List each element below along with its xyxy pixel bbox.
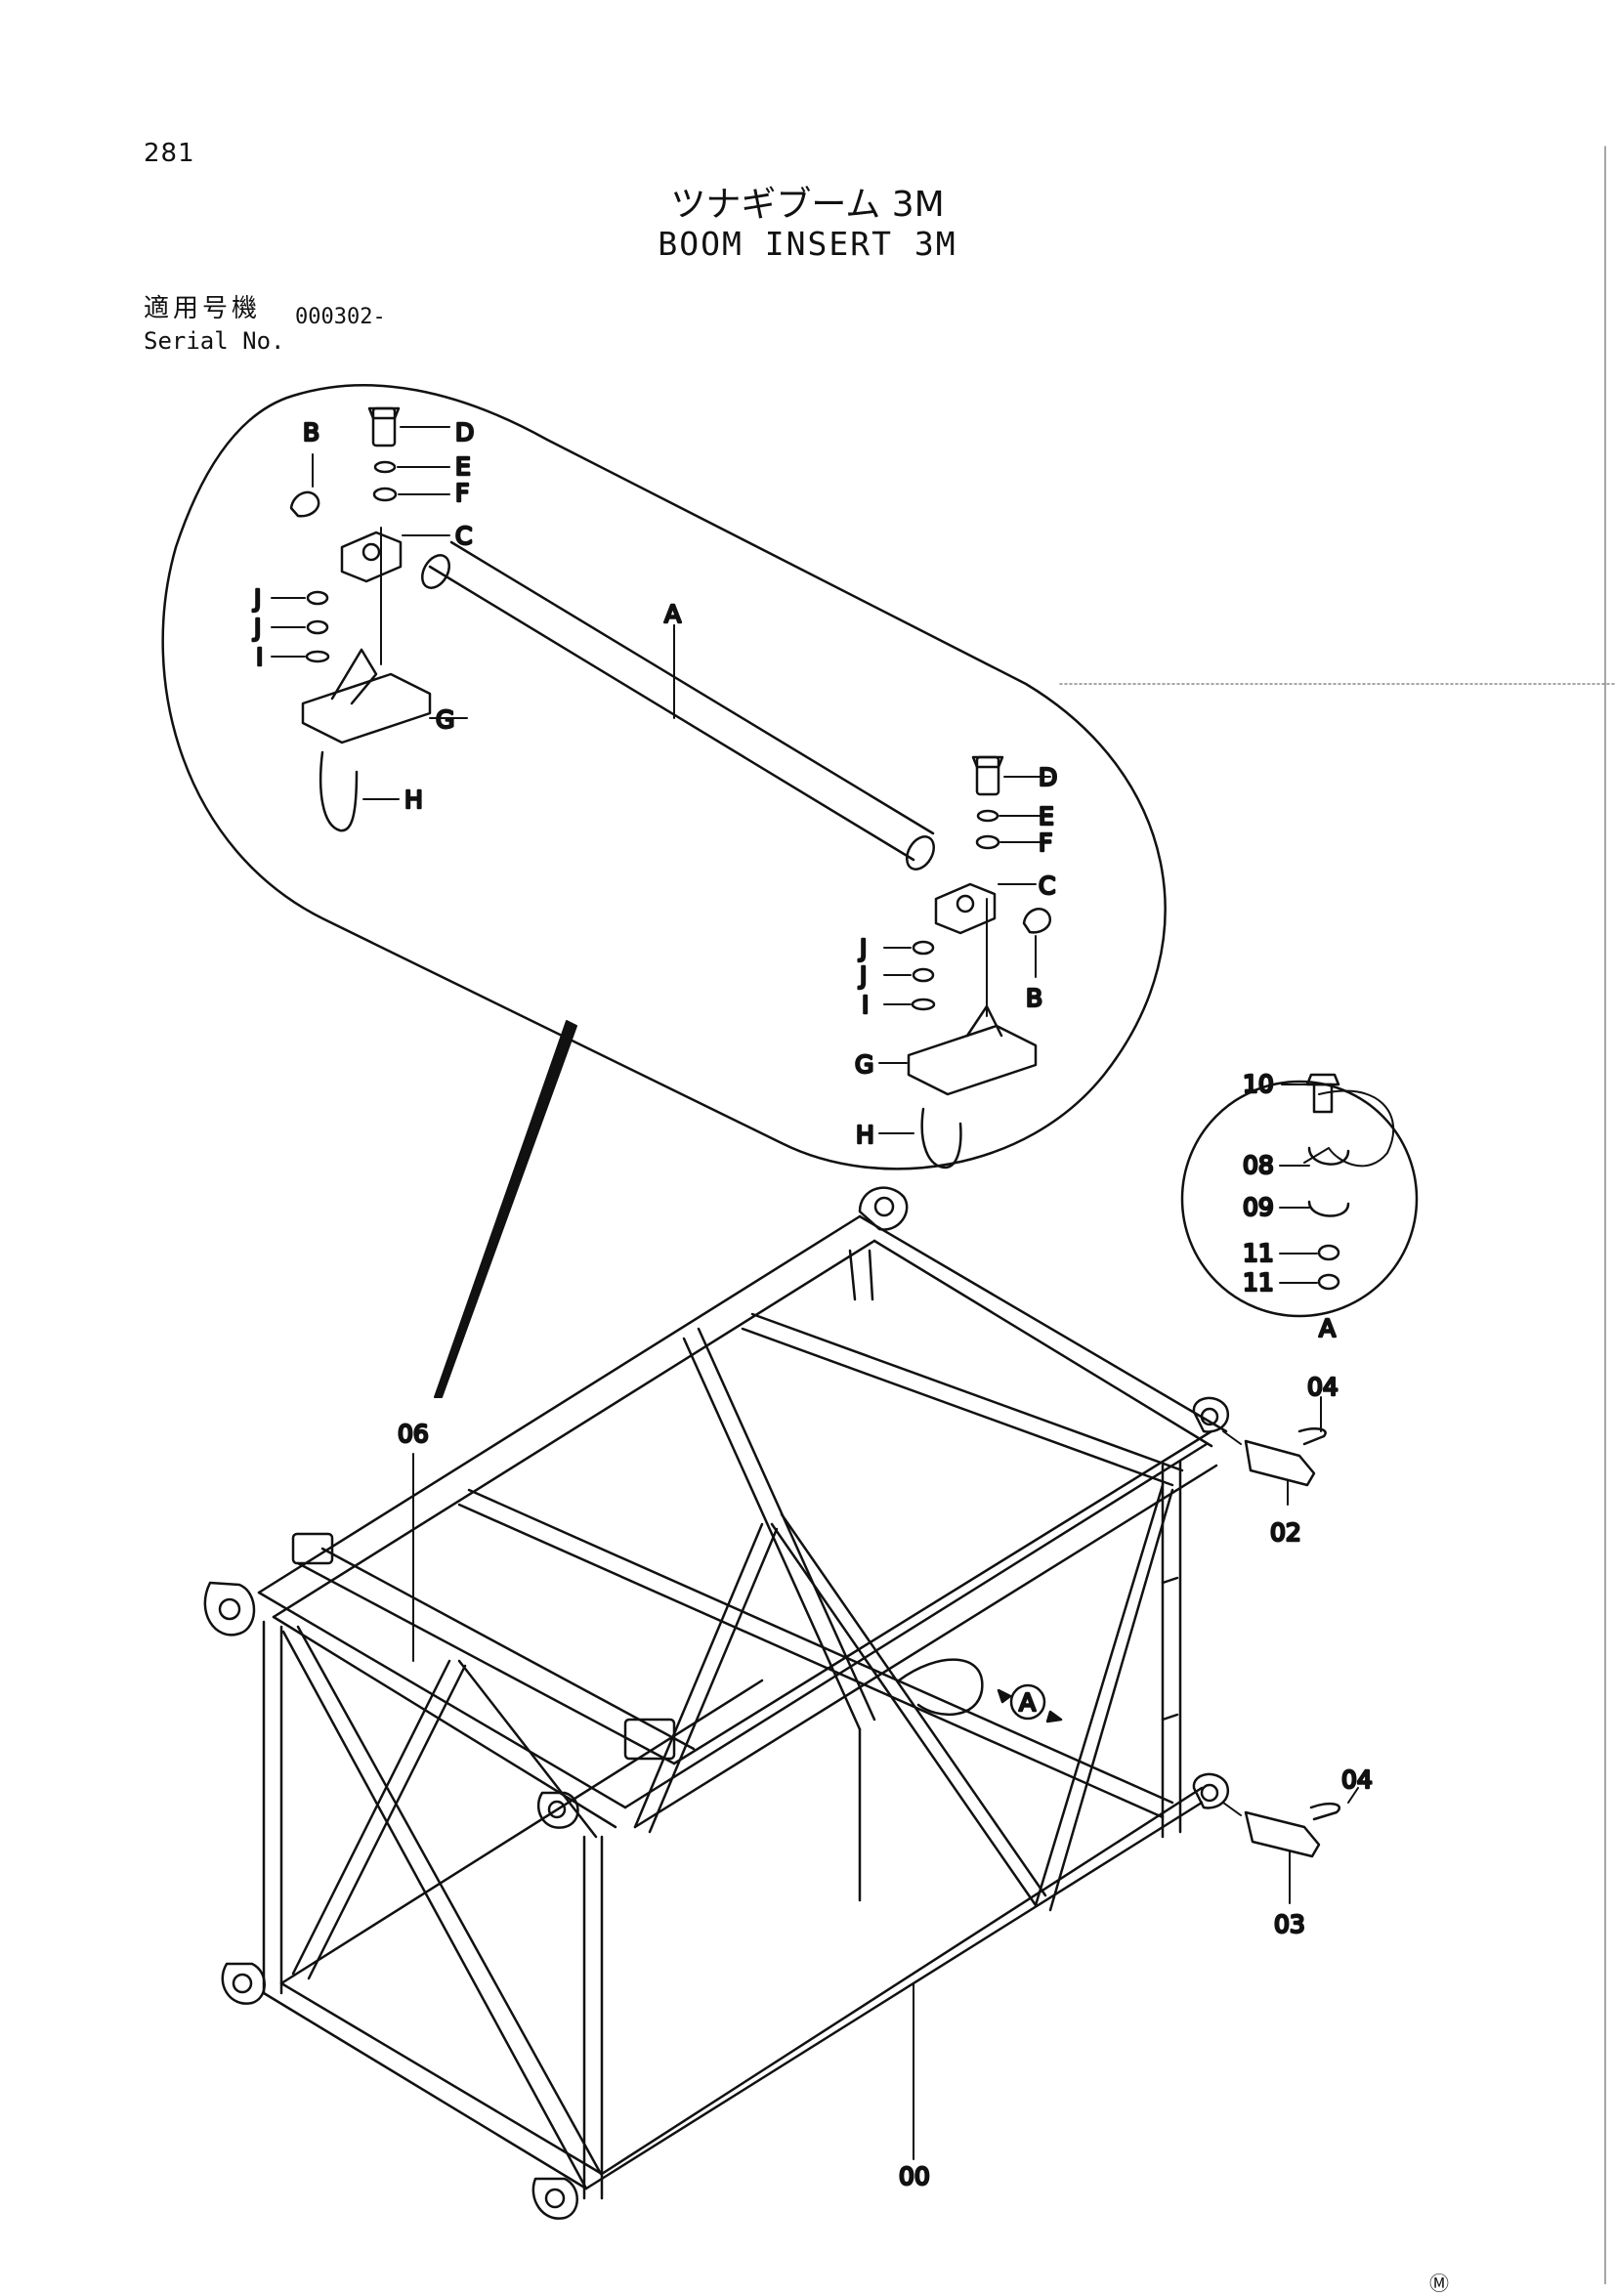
page-title-japanese: ツナギブーム 3M bbox=[670, 185, 945, 225]
detail-view-large: B D E F C J J I G H A D E F C J J I B G … bbox=[161, 383, 1167, 1170]
label-A-shaft: A bbox=[664, 600, 681, 628]
serial-number-value: 000302- bbox=[295, 305, 386, 329]
label-H-right: H bbox=[856, 1121, 874, 1149]
label-C-right: C bbox=[1039, 872, 1055, 900]
boom-frame bbox=[203, 1186, 1229, 2220]
label-11a: 11 bbox=[1243, 1239, 1274, 1267]
label-06: 06 bbox=[398, 1420, 429, 1448]
pins bbox=[1222, 1427, 1340, 1858]
page-title-english: BOOM INSERT 3M bbox=[658, 225, 957, 263]
leader-lines-large bbox=[271, 426, 1051, 1134]
label-G-right: G bbox=[855, 1050, 873, 1079]
label-11b: 11 bbox=[1243, 1268, 1274, 1297]
bracket-assembly-right bbox=[907, 755, 1052, 1169]
detail-circle-outline bbox=[1180, 1080, 1419, 1318]
label-03: 03 bbox=[1274, 1910, 1305, 1938]
label-J1-left: J bbox=[252, 584, 261, 613]
margin-lines bbox=[1059, 146, 1615, 2284]
label-10: 10 bbox=[1243, 1070, 1274, 1098]
label-02: 02 bbox=[1270, 1518, 1301, 1547]
label-J2-left: J bbox=[252, 614, 261, 642]
shaft-A bbox=[421, 540, 935, 871]
serial-label-japanese: 適用号機 bbox=[144, 294, 262, 323]
label-00: 00 bbox=[899, 2162, 930, 2190]
label-I-left: I bbox=[256, 643, 263, 671]
view-A-marker: A bbox=[997, 1683, 1063, 1723]
label-D-right: D bbox=[1039, 763, 1057, 791]
label-09: 09 bbox=[1243, 1193, 1274, 1221]
leader-lines-main bbox=[412, 1396, 1359, 2160]
label-G-left: G bbox=[436, 705, 454, 734]
bracket-assembly-left bbox=[289, 406, 432, 832]
label-04-bottom: 04 bbox=[1341, 1765, 1373, 1794]
label-F-left: F bbox=[455, 479, 469, 507]
serial-label-english: Serial No. bbox=[144, 327, 285, 355]
label-B-right: B bbox=[1026, 984, 1042, 1012]
detail-pointer-line bbox=[434, 1020, 577, 1398]
label-E-right: E bbox=[1039, 802, 1054, 830]
label-view-A: A bbox=[1019, 1688, 1036, 1717]
label-08: 08 bbox=[1243, 1151, 1274, 1179]
label-F-right: F bbox=[1039, 829, 1052, 857]
label-04-top: 04 bbox=[1307, 1373, 1339, 1401]
label-E-left: E bbox=[455, 452, 471, 481]
label-C-left: C bbox=[455, 522, 472, 550]
label-I-right: I bbox=[862, 991, 869, 1019]
label-J2-right: J bbox=[858, 961, 867, 990]
detail-capsule-outline bbox=[161, 383, 1167, 1170]
label-A-circle: A bbox=[1319, 1314, 1336, 1342]
label-H-left: H bbox=[404, 786, 423, 814]
label-J1-right: J bbox=[858, 934, 867, 962]
page-number: 281 bbox=[144, 139, 195, 168]
label-D-left: D bbox=[455, 418, 474, 446]
detail-view-small: 10 08 09 11 11 A bbox=[1180, 1069, 1419, 1343]
label-B-left: B bbox=[303, 418, 319, 446]
